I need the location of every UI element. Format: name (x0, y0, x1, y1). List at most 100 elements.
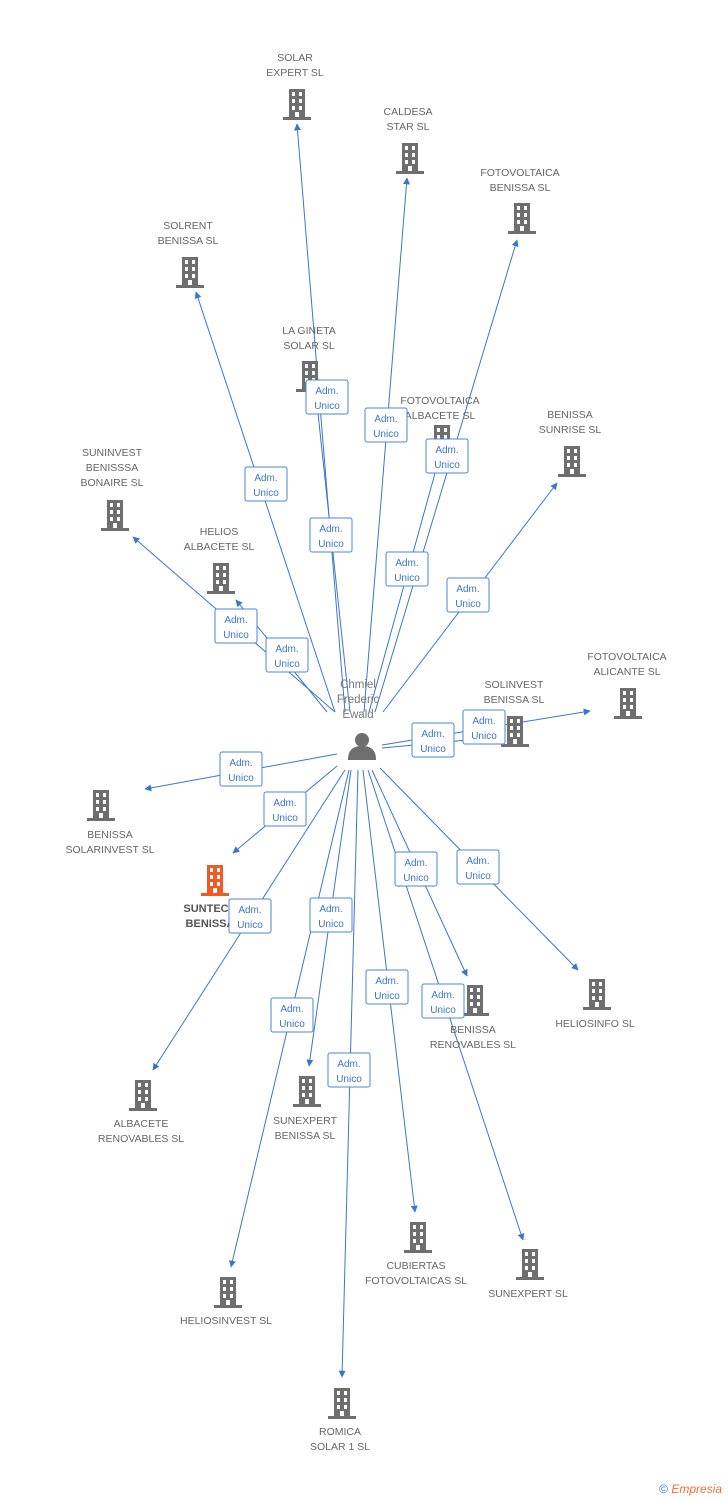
edge-role-badge: Adm.Unico (219, 751, 263, 787)
edge-role-text: Unico (471, 731, 497, 742)
building-icon[interactable] (129, 1080, 157, 1111)
company-label-sunexpert-benissa-sl[interactable]: SUNEXPERT (273, 1115, 338, 1127)
edge-role-text: Adm. (337, 1059, 360, 1070)
building-icon[interactable] (293, 1076, 321, 1107)
building-icon[interactable] (176, 257, 204, 288)
edge-role-text: Unico (336, 1074, 362, 1085)
edge-role-badge: Adm. Unico (411, 722, 455, 758)
edge-role-text: Unico (403, 873, 429, 884)
company-label-caldesa-star-sl[interactable]: CALDESA (383, 106, 432, 118)
company-label-solar-expert-sl[interactable]: SOLAR (277, 52, 313, 64)
building-icon[interactable] (558, 446, 586, 477)
edge-role-text: Adm. (224, 615, 247, 626)
copyright-symbol: © (659, 1482, 668, 1496)
company-label-heliosinfo-sl[interactable]: HELIOSINFO SL (555, 1018, 635, 1030)
company-label-la-gineta-solar-sl[interactable]: SOLAR SL (283, 340, 335, 352)
building-icon[interactable] (404, 1222, 432, 1253)
edge-role-badge: Adm.Unico (456, 849, 500, 885)
building-icon[interactable] (283, 89, 311, 120)
building-icon[interactable] (87, 790, 115, 821)
edge-role-text: Unico (318, 539, 344, 550)
edge-role-text: Unico (420, 744, 446, 755)
edge-role-text: Unico (274, 659, 300, 670)
edge-role-badge: Adm.Unico (228, 898, 272, 934)
edge-role-text: Unico (279, 1019, 305, 1030)
edge-role-text: Adm. (319, 524, 342, 535)
building-icon[interactable] (396, 143, 424, 174)
edge-role-text: Adm. (466, 856, 489, 867)
edge-role-text: Unico (314, 401, 340, 412)
company-label-romica-solar-1-sl[interactable]: SOLAR 1 SL (310, 1441, 370, 1453)
company-label-fotovoltaica-albacete-sl[interactable]: FOTOVOLTAICA (400, 395, 479, 407)
company-label-benissa-renovables-sl[interactable]: RENOVABLES SL (430, 1039, 516, 1051)
edge-role-badge: Adm.Unico (365, 969, 409, 1005)
edge-role-badge: Adm.Unico (309, 897, 353, 933)
edge-role-badge: Adm.Unico (446, 577, 490, 613)
building-icon[interactable] (614, 688, 642, 719)
building-icon[interactable] (207, 563, 235, 594)
company-label-fotovoltaica-alicante-sl[interactable]: FOTOVOLTAICA (587, 651, 666, 663)
building-icon[interactable] (508, 203, 536, 234)
company-label-suninvest-benisssa-bonaire-sl[interactable]: BENISSSA (86, 462, 139, 474)
company-label-solinvest-benissa-sl[interactable]: BENISSA SL (484, 694, 545, 706)
company-label-albacete-renovables-sl[interactable]: ALBACETE (114, 1118, 169, 1130)
company-label-heliosinvest-sl[interactable]: HELIOSINVEST SL (180, 1315, 272, 1327)
building-icon[interactable] (461, 985, 489, 1016)
edge-role-badge: Adm. Unico (309, 517, 353, 553)
edge-role-text: Unico (374, 991, 400, 1002)
edge-role-badge: Adm. Unico (214, 608, 258, 644)
company-label-romica-solar-1-sl[interactable]: ROMICA (319, 1426, 361, 1438)
edge-fotovoltaica-albacete-sl (368, 465, 439, 713)
building-icon[interactable] (516, 1249, 544, 1280)
edge-role-text: Unico (455, 599, 481, 610)
edge-role-badge: Adm.Unico (270, 997, 314, 1033)
edge-solar-expert-sl (294, 123, 346, 713)
edge-role-text: Unico (223, 630, 249, 641)
company-label-benissa-sunrise-sl[interactable]: BENISSA (547, 409, 593, 421)
person-name-line-1: Chmiel (340, 679, 376, 691)
company-label-benissa-solarinvest-sl[interactable]: BENISSA (87, 829, 133, 841)
company-label-fotovoltaica-benissa-sl[interactable]: BENISSA SL (490, 182, 551, 194)
company-label-sunexpert-benissa-sl[interactable]: BENISSA SL (275, 1130, 336, 1142)
building-icon[interactable] (201, 865, 229, 896)
company-label-fotovoltaica-benissa-sl[interactable]: FOTOVOLTAICA (480, 167, 559, 179)
person-name-line-3: Ewald (342, 709, 373, 721)
company-label-suninvest-benisssa-bonaire-sl[interactable]: SUNINVEST (82, 447, 143, 459)
edge-role-text: Adm. (431, 990, 454, 1001)
edge-role-text: Unico (228, 773, 254, 784)
edge-role-text: Adm. (404, 858, 427, 869)
company-label-benissa-sunrise-sl[interactable]: SUNRISE SL (539, 424, 602, 436)
edge-fotovoltaica-benissa-sl (374, 239, 519, 713)
footer-brand[interactable]: © Empresia (659, 1482, 722, 1496)
building-icon[interactable] (328, 1388, 356, 1419)
company-label-benissa-solarinvest-sl[interactable]: SOLARINVEST SL (65, 844, 154, 856)
edge-role-text: Unico (237, 920, 263, 931)
company-label-suntech-benissa[interactable]: SUNTECH (183, 903, 236, 915)
company-label-solrent-benissa-sl[interactable]: BENISSA SL (158, 235, 219, 247)
company-label-sunexpert-sl[interactable]: SUNEXPERT SL (488, 1288, 568, 1300)
company-label-benissa-renovables-sl[interactable]: BENISSA (450, 1024, 496, 1036)
building-icon[interactable] (101, 500, 129, 531)
company-label-caldesa-star-sl[interactable]: STAR SL (387, 121, 430, 133)
person-icon (348, 733, 376, 760)
company-label-helios-albacete-sl[interactable]: HELIOS (200, 526, 239, 538)
company-label-la-gineta-solar-sl[interactable]: LA GINETA (282, 325, 336, 337)
company-label-suninvest-benisssa-bonaire-sl[interactable]: BONAIRE SL (80, 477, 143, 489)
company-label-solar-expert-sl[interactable]: EXPERT SL (266, 67, 324, 79)
company-label-albacete-renovables-sl[interactable]: RENOVABLES SL (98, 1133, 184, 1145)
company-label-cubiertas-fotovoltaicas-sl[interactable]: CUBIERTAS (386, 1260, 445, 1272)
company-label-suntech-benissa[interactable]: BENISSA (186, 918, 235, 930)
company-label-cubiertas-fotovoltaicas-sl[interactable]: FOTOVOLTAICAS SL (365, 1275, 467, 1287)
person-node[interactable]: Chmiel Frederic Ewald (337, 679, 379, 760)
building-icon[interactable] (214, 1277, 242, 1308)
company-label-fotovoltaica-albacete-sl[interactable]: ALBACETE SL (405, 410, 476, 422)
company-label-solinvest-benissa-sl[interactable]: SOLINVEST (485, 679, 545, 691)
company-label-solrent-benissa-sl[interactable]: SOLRENT (163, 220, 213, 232)
edge-role-text: Adm. (421, 729, 444, 740)
building-icon[interactable] (583, 979, 611, 1010)
edge-role-badge: Adm.Unico (462, 709, 506, 745)
company-label-fotovoltaica-alicante-sl[interactable]: ALICANTE SL (593, 666, 660, 678)
edge-role-text: Adm. (435, 445, 458, 456)
company-label-helios-albacete-sl[interactable]: ALBACETE SL (184, 541, 255, 553)
